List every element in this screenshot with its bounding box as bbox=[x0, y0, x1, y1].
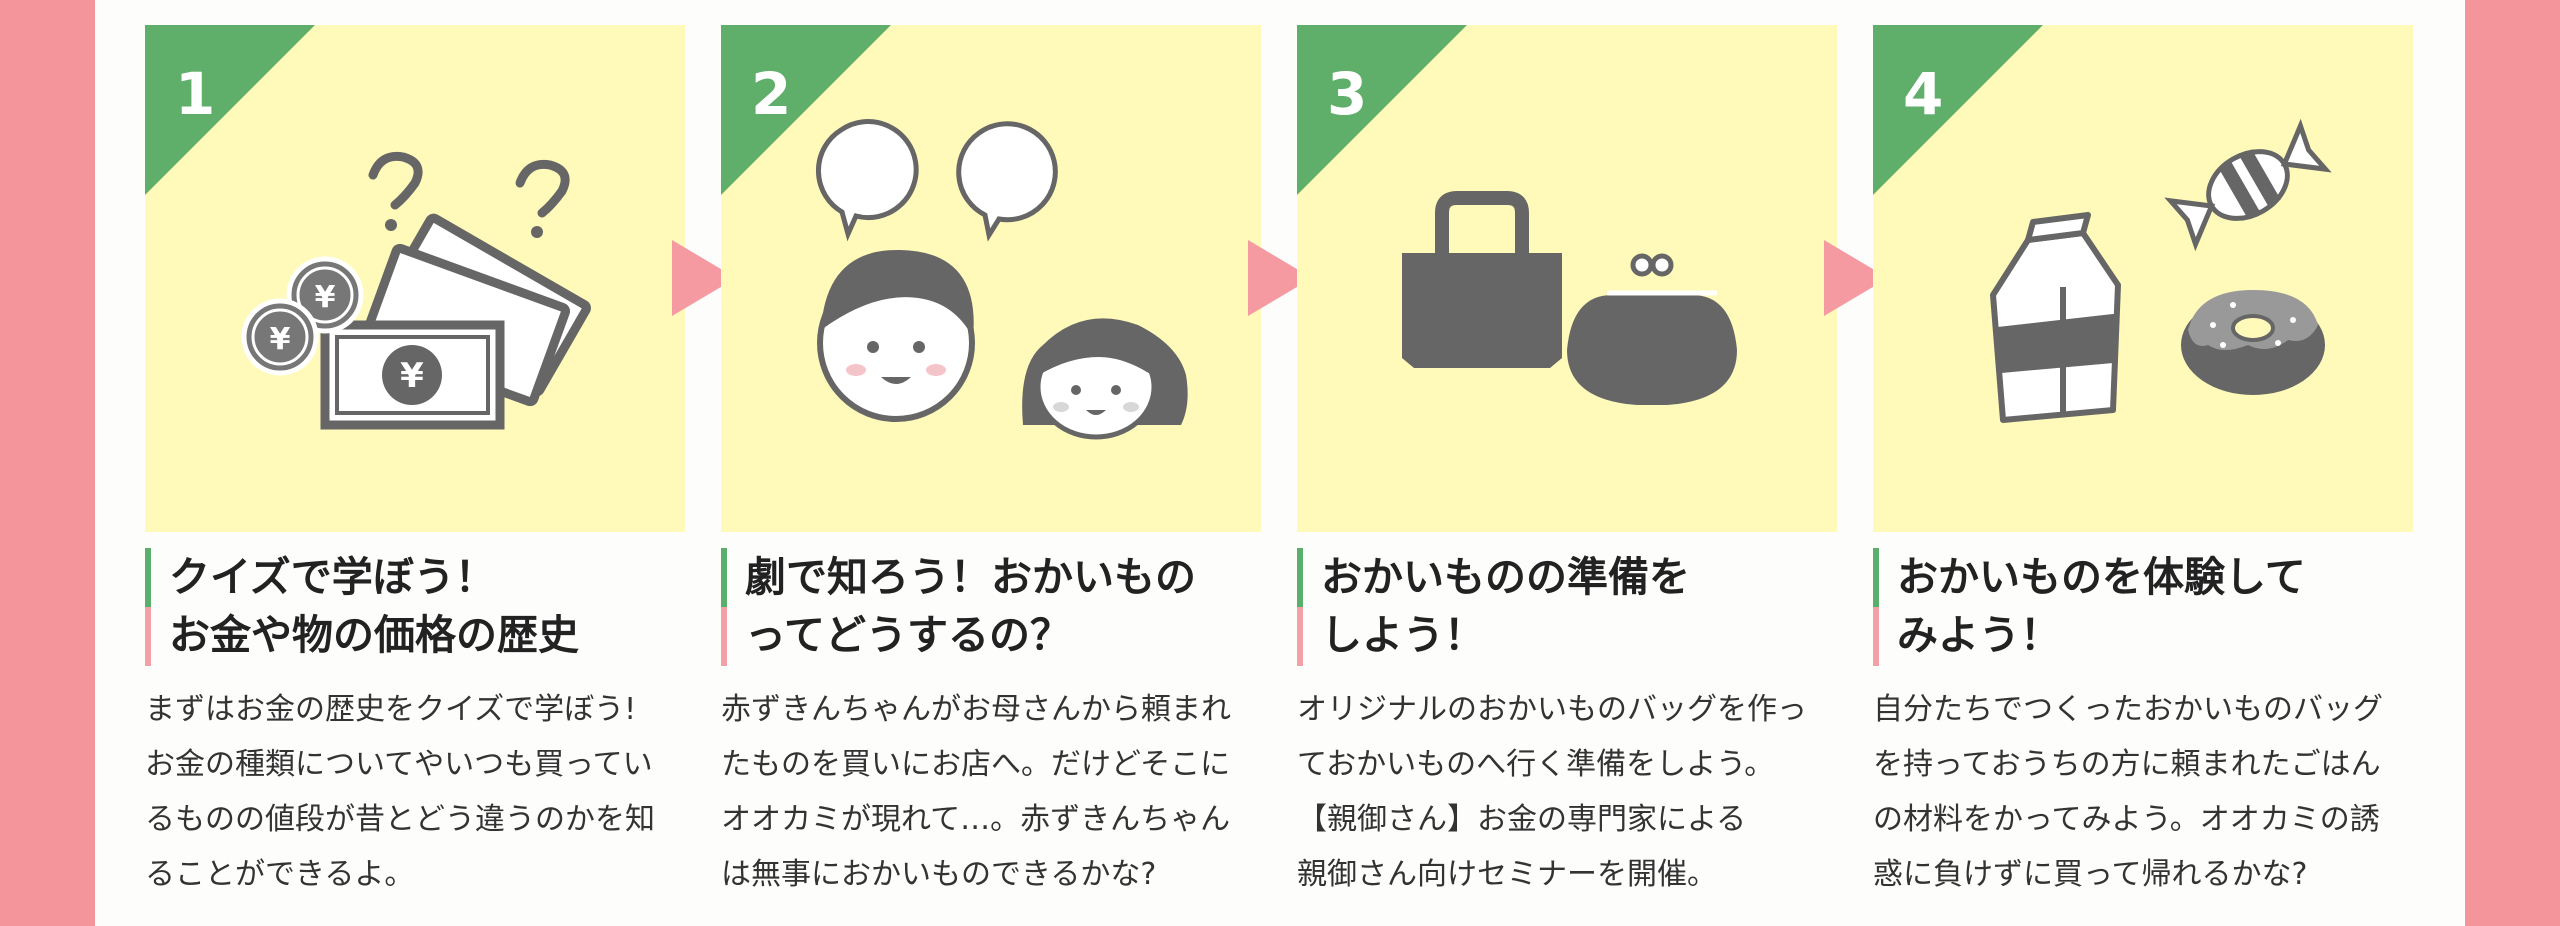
step-2-description: 赤ずきんちゃんがお母さんから頼まれ たものを買いにお店へ。だけどそこに オオカミ… bbox=[721, 692, 1231, 892]
step-3-title: おかいものの準備を しよう！ bbox=[1297, 548, 1857, 666]
step-2-card: 2 bbox=[721, 25, 1261, 532]
tote-bag-icon bbox=[1402, 191, 1562, 368]
question-marks-icon bbox=[368, 151, 570, 218]
corner-badge bbox=[1873, 25, 2043, 195]
candy-icon bbox=[2164, 118, 2332, 252]
svg-text:¥: ¥ bbox=[400, 356, 424, 396]
boy-icon bbox=[817, 249, 975, 422]
svg-text:¥: ¥ bbox=[270, 322, 291, 357]
step-4-card: 4 bbox=[1873, 25, 2413, 532]
step-4-title: おかいものを体験して みよう！ bbox=[1873, 548, 2433, 666]
banknotes-icon: ¥ bbox=[320, 213, 591, 430]
step-3-description: オリジナルのおかいものバッグを作っ ておかいものへ行く準備をしよう。 【親御さん… bbox=[1297, 692, 1807, 892]
step-1-description: まずはお金の歴史をクイズで学ぼう! お金の種類についてやいつも買ってい るものの… bbox=[145, 692, 655, 892]
corner-badge bbox=[721, 25, 891, 195]
girl-hood-icon bbox=[1022, 318, 1188, 440]
coin-purse-icon bbox=[1567, 253, 1737, 405]
step-number: 3 bbox=[1327, 60, 1368, 128]
step-2-title: 劇で知ろう！おかいもの ってどうするの？ bbox=[721, 548, 1281, 666]
donut-icon bbox=[2181, 290, 2325, 395]
svg-text:¥: ¥ bbox=[315, 280, 336, 315]
corner-badge bbox=[145, 25, 315, 195]
step-4: 4 bbox=[1873, 0, 2433, 926]
step-1: 1 ¥ ¥ bbox=[145, 0, 705, 926]
steps-panel: 1 ¥ ¥ bbox=[95, 0, 2465, 926]
coins-icon: ¥ ¥ bbox=[241, 256, 364, 376]
step-1-title: クイズで学ぼう！ お金や物の価格の歴史 bbox=[145, 548, 705, 666]
step-1-card: 1 ¥ ¥ bbox=[145, 25, 685, 532]
step-number: 4 bbox=[1903, 60, 1944, 128]
step-4-description: 自分たちでつくったおかいものバッグ を持っておうちの方に頼まれたごはん の材料を… bbox=[1873, 692, 2383, 892]
step-2: 2 bbox=[721, 0, 1281, 926]
step-3: 3 おかいものの準備を しよう！ オリジナルのおかいものバッグを作っ ておかいも… bbox=[1297, 0, 1857, 926]
step-3-card: 3 bbox=[1297, 25, 1837, 532]
step-number: 1 bbox=[175, 60, 216, 128]
question-dots bbox=[385, 219, 543, 238]
milk-carton-icon bbox=[1990, 212, 2121, 423]
corner-badge bbox=[1297, 25, 1467, 195]
speech-bubbles-icon bbox=[815, 119, 1058, 242]
step-number: 2 bbox=[751, 60, 792, 128]
